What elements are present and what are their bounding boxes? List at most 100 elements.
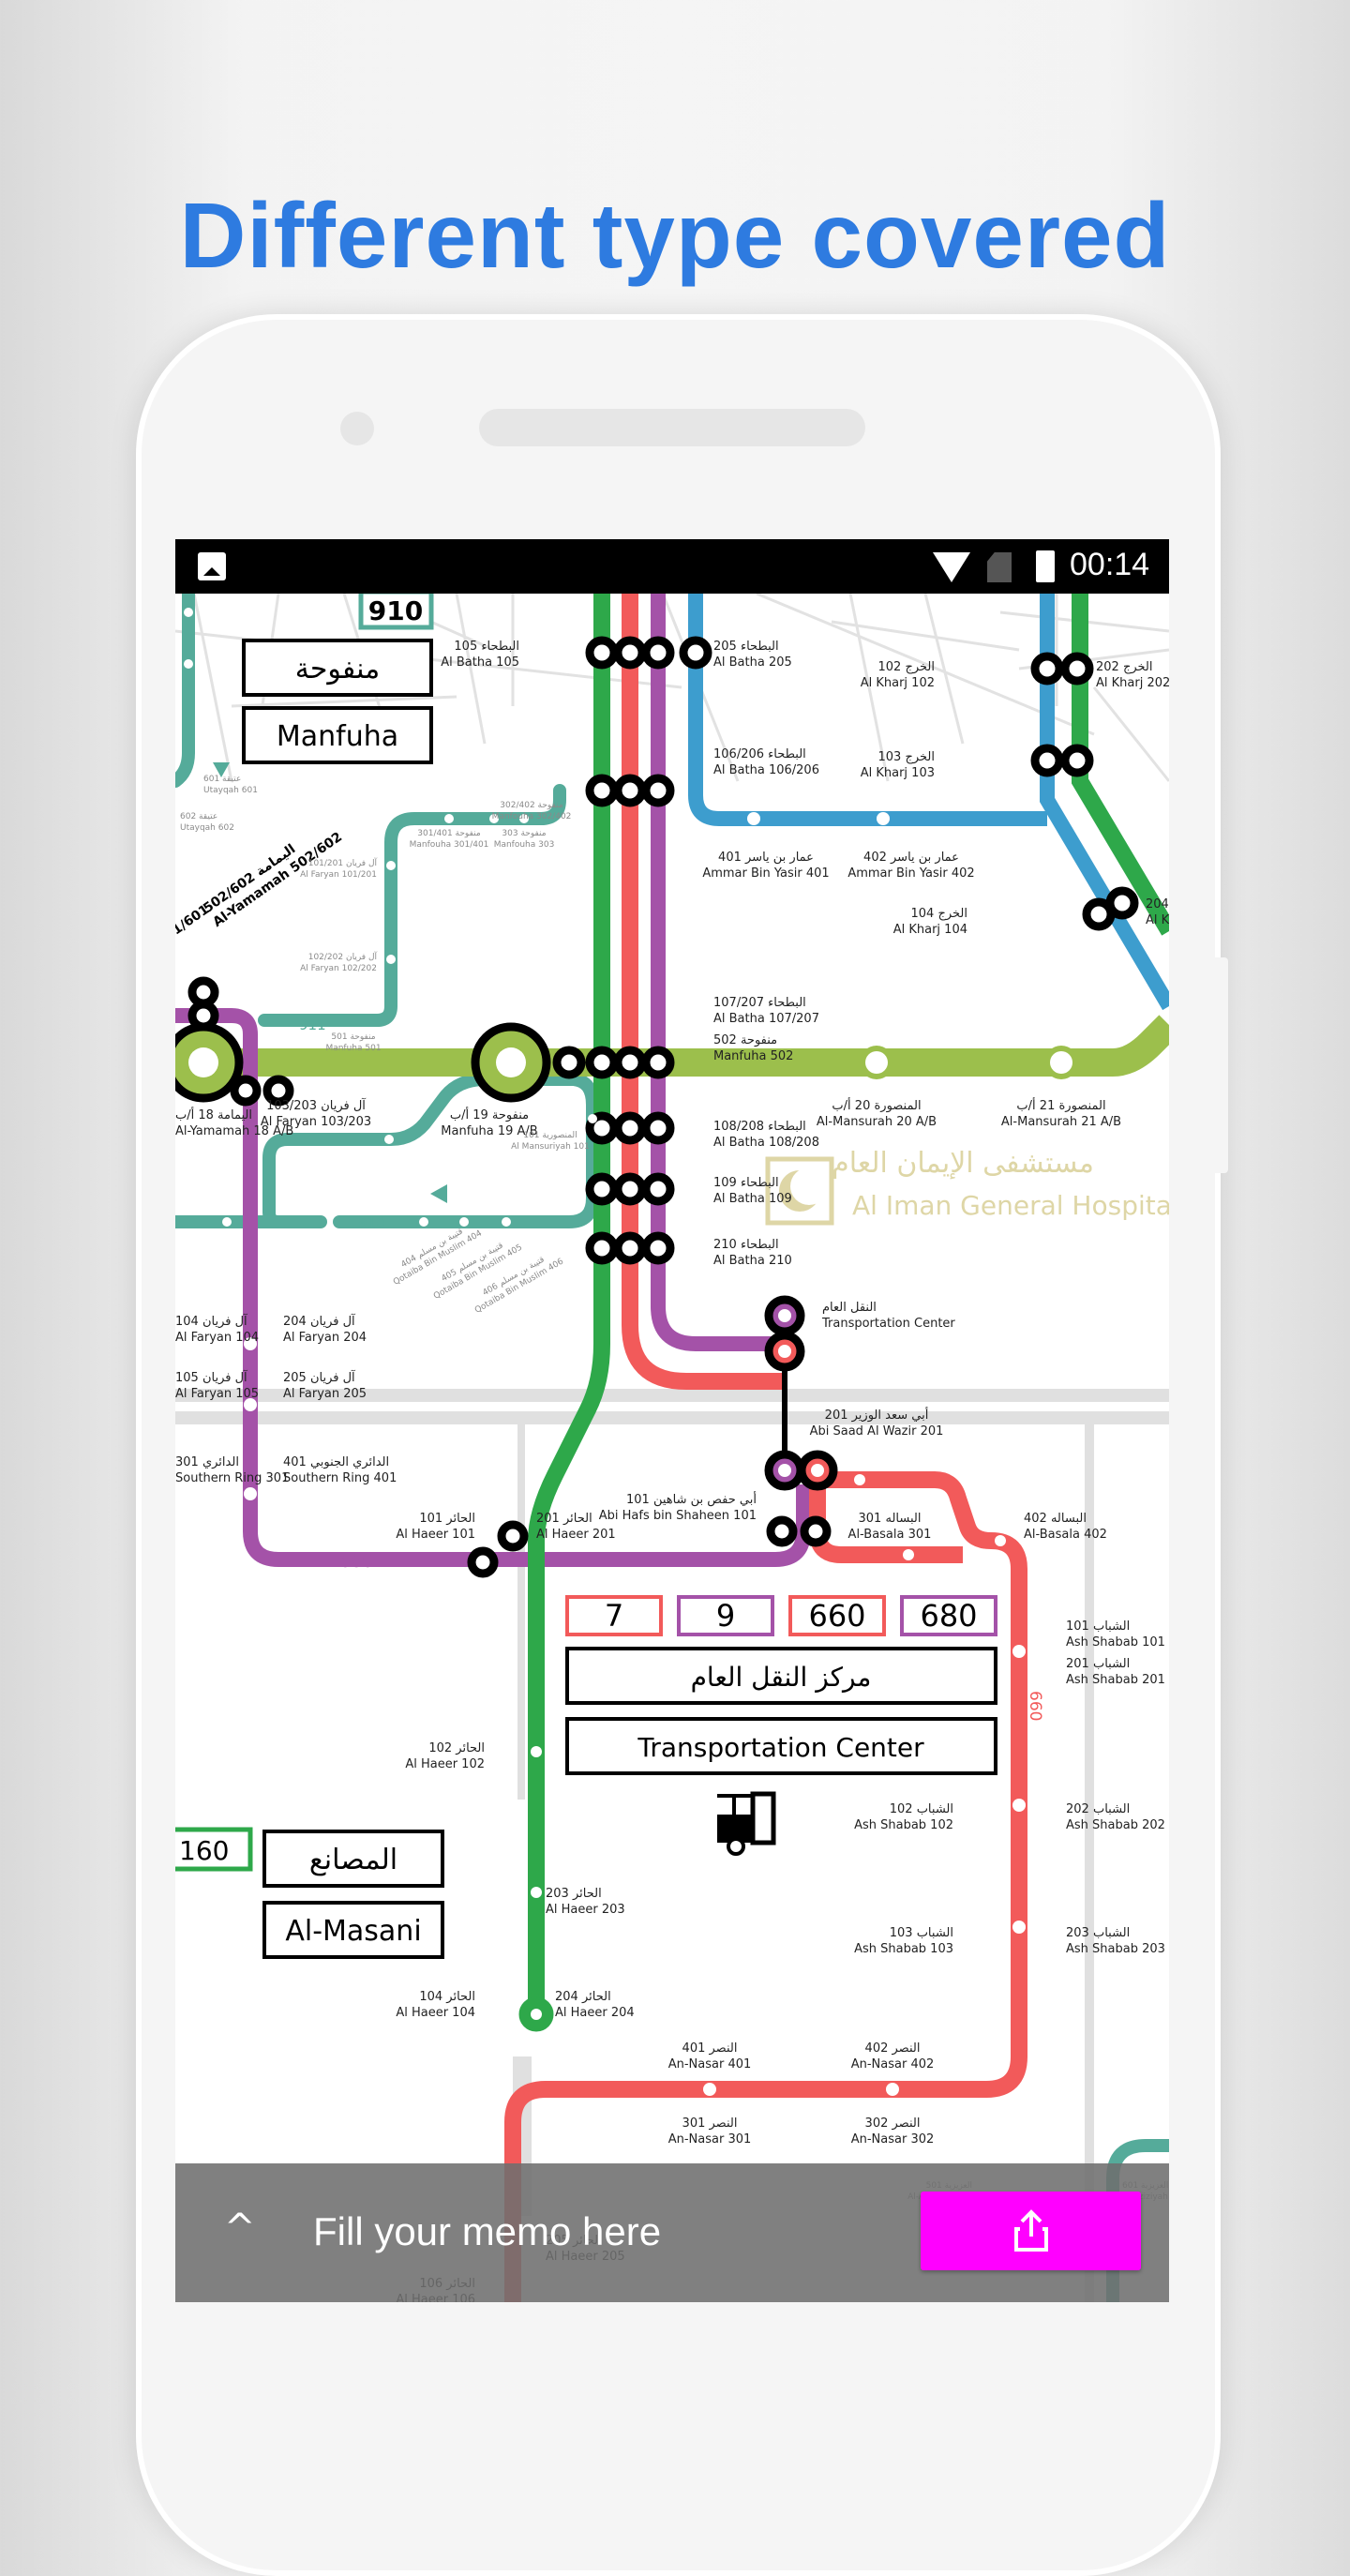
station-name-en: Al Batha 108/208 bbox=[713, 1136, 819, 1150]
station-name-ar: النصر 401 bbox=[682, 2041, 738, 2056]
share-icon bbox=[1014, 2209, 1048, 2252]
route-lime-line bbox=[175, 1015, 1169, 1077]
station-label[interactable]: اليمامة 18 أ/بAl-Yamamah 18 A/B bbox=[175, 1107, 293, 1138]
station-name-ar: عمار بن ياسر 402 bbox=[863, 851, 959, 865]
station-label[interactable]: المنصورة 21 أ/بAl-Mansurah 21 A/B bbox=[1001, 1097, 1121, 1129]
minor-station-name-en: Manfouha 303 bbox=[494, 840, 555, 850]
no-sim-icon bbox=[987, 552, 1012, 582]
station-name-en: Manfuha 19 A/B bbox=[441, 1124, 537, 1138]
bus-icon bbox=[717, 1791, 776, 1856]
station-name-en: Al Haeer 104 bbox=[396, 2006, 475, 2020]
status-bar: 00:14 bbox=[175, 539, 1169, 594]
minor-station-name-ar: عتيقة 601 bbox=[203, 775, 241, 784]
station-name-ar: النصر 302 bbox=[865, 2117, 921, 2131]
station-name-en: Al Haeer 203 bbox=[546, 1903, 625, 1917]
station-label[interactable]: البطحاء 108/208 Al Batha 108/208 bbox=[713, 1120, 819, 1150]
hub-route: 9 bbox=[716, 1598, 735, 1634]
station-name-ar: آل فريان 105 bbox=[175, 1369, 248, 1385]
station-name-en: Ash Shabab 201 bbox=[1066, 1673, 1165, 1687]
station-name-en: Ash Shabab 101 bbox=[1066, 1635, 1165, 1650]
station-name-en: Ash Shabab 102 bbox=[854, 1818, 953, 1832]
station-name-ar: البطحاء 105 bbox=[454, 640, 519, 654]
route-680-line bbox=[175, 594, 811, 1567]
station-name-en: Al-Basala 402 bbox=[1024, 1528, 1107, 1542]
station-name-en: Ammar Bin Yasir 402 bbox=[848, 866, 974, 881]
station-name-ar: المنصورة 20 أ/ب bbox=[832, 1097, 921, 1113]
station-name-en: Al Faryan 103/203 bbox=[261, 1115, 371, 1129]
transit-map[interactable]: 910 160 911 910 680 660 منفوحة Manfuha ا… bbox=[175, 594, 1169, 2302]
station-name-ar: البطحاء 205 bbox=[713, 640, 779, 654]
line-label-660: 660 bbox=[1026, 1691, 1044, 1721]
station-name-ar: آل فريان 204 bbox=[283, 1313, 356, 1329]
station-name-en: Transportation Center bbox=[821, 1317, 955, 1331]
station-label[interactable]: المنصورة 20 أ/بAl-Mansurah 20 A/B bbox=[817, 1097, 937, 1129]
battery-icon bbox=[1036, 550, 1055, 582]
station-name-ar: النقل العام bbox=[822, 1301, 877, 1315]
station-name-en: Abi Hafs bin Shaheen 101 bbox=[599, 1509, 757, 1523]
minor-station-name-ar: منفوحة 303 bbox=[502, 829, 546, 838]
minor-station-name-ar: آل فريان 101/201 bbox=[308, 857, 378, 868]
chevron-up-icon[interactable]: ^ bbox=[224, 2207, 256, 2250]
station-name-ar: الشباب 103 bbox=[890, 1926, 953, 1940]
headline: Different type covered bbox=[179, 184, 1171, 287]
memo-input[interactable] bbox=[311, 2203, 896, 2261]
station-name-en: Abi Saad Al Wazir 201 bbox=[810, 1424, 944, 1439]
share-button[interactable] bbox=[921, 2192, 1141, 2270]
station-name-ar: البطحاء 108/208 bbox=[713, 1120, 806, 1134]
rotated-station-label: اليمامة 502/602 Al-Yamamah 502/602 501/6… bbox=[175, 830, 345, 949]
station-label[interactable]: النقل العام Transportation Center bbox=[821, 1301, 955, 1331]
minor-station-name-en: Al Mansuriyah 101 bbox=[511, 1142, 590, 1152]
